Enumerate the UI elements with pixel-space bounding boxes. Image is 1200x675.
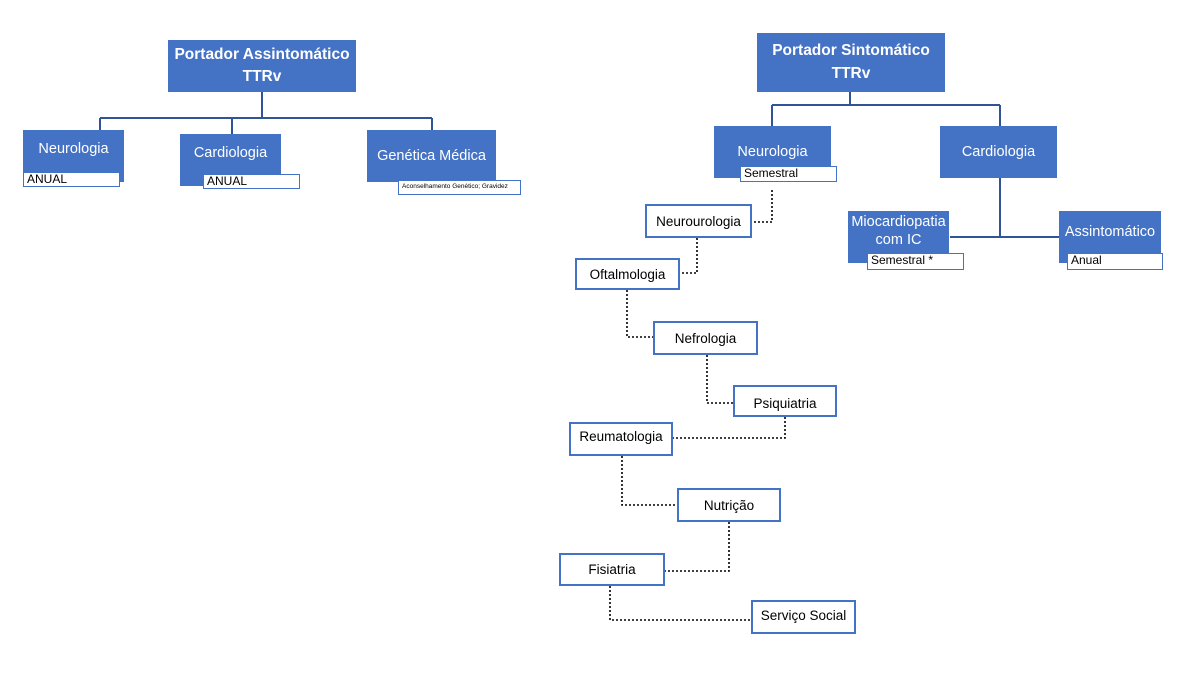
dotted-link-5: [673, 417, 786, 439]
dotted-link-3: [626, 290, 653, 338]
nefrologia-box: Nefrologia: [653, 321, 758, 355]
cardio-branch: [950, 178, 1060, 238]
dotted-link-1: [752, 190, 773, 223]
root-portador-assintomatico: Portador Assintomático TTRv: [168, 40, 356, 92]
oftalmologia-box: Oftalmologia: [575, 258, 680, 290]
dotted-link-4: [706, 355, 733, 404]
reumatologia-box: Reumatologia: [569, 422, 673, 456]
genetica-medica-note: Aconselhamento Genético; Gravidez: [398, 180, 521, 195]
right-branch: [771, 104, 1001, 126]
servico-social-box: Serviço Social: [751, 600, 856, 634]
root-portador-sintomatico: Portador Sintomático TTRv: [757, 33, 945, 92]
dotted-link-8: [609, 586, 751, 621]
dotted-link-7: [665, 522, 730, 572]
genetica-medica-box: Genética Médica: [367, 130, 496, 182]
dotted-link-6: [621, 456, 677, 506]
dotted-link-2: [680, 238, 698, 274]
nutricao-box: Nutrição: [677, 488, 781, 522]
right-cardiologia-box: Cardiologia: [940, 126, 1057, 178]
psiquiatria-box: Psiquiatria: [733, 385, 837, 417]
left-neurologia-freq: ANUAL: [23, 172, 120, 187]
left-cardiologia-freq: ANUAL: [203, 174, 300, 189]
fisiatria-box: Fisiatria: [559, 553, 665, 586]
assintomatico-freq: Anual: [1067, 253, 1163, 270]
neurourologia-box: Neurourologia: [645, 204, 752, 238]
left-branch: [99, 117, 433, 134]
right-neurologia-freq: Semestral: [740, 166, 837, 182]
miocardiopatia-freq: Semestral *: [867, 253, 964, 270]
